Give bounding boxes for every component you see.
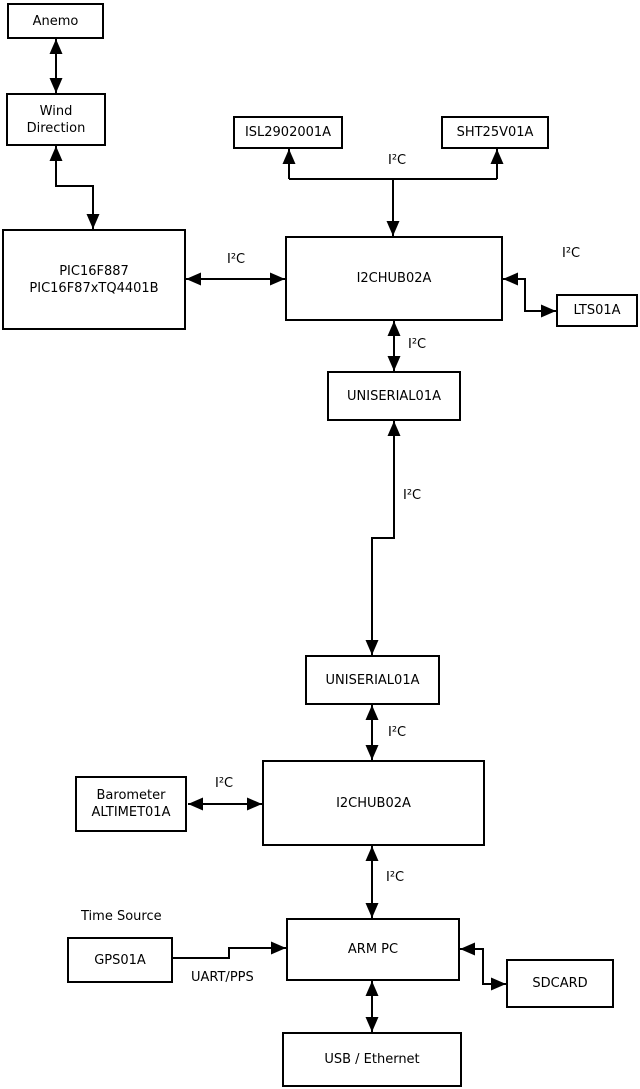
node-pic-controller-label-line1: PIC16F887 [59,263,129,279]
node-wind-direction: Wind Direction [6,93,106,146]
node-barometer-label-line2: ALTIMET01A [91,805,171,820]
node-uniserial-lower: UNISERIAL01A [305,655,440,705]
label-barometer-i2c: I²C [215,776,234,791]
node-sdcard: SDCARD [506,959,614,1008]
node-anemo-label: Anemo [32,13,79,29]
label-uniserial-hub-lower-i2c: I²C [388,725,407,740]
node-lts-sensor-label: LTS01A [573,303,621,318]
node-sdcard-label: SDCARD [532,976,588,991]
node-sht-sensor: SHT25V01A [441,116,549,149]
node-usb-ethernet: USB / Ethernet [282,1032,462,1087]
node-usb-ethernet-label: USB / Ethernet [324,1052,420,1067]
label-time-source: Time Source [81,909,162,924]
node-barometer-label-line1: Barometer [96,788,166,803]
node-isl-sensor-label: ISL2902001A [244,125,332,140]
node-anemo: Anemo [7,3,104,39]
node-isl-sensor: ISL2902001A [233,116,343,149]
label-uniserial-link-i2c: I²C [403,488,422,503]
node-arm-pc-label: ARM PC [347,942,399,957]
label-hub-lts-i2c: I²C [562,246,581,261]
node-i2c-hub-upper-label: I2CHUB02A [356,271,432,286]
node-i2c-hub-lower-label: I2CHUB02A [336,795,411,811]
node-wind-direction-label-line1: Wind [39,103,73,119]
node-uniserial-upper: UNISERIAL01A [327,371,461,421]
edge-gps-arm [173,941,286,959]
label-uart-pps: UART/PPS [191,970,254,985]
node-lts-sensor: LTS01A [556,294,638,327]
node-barometer: Barometer ALTIMET01A [75,776,187,832]
node-pic-controller: PIC16F887 PIC16F87xTQ4401B [2,229,186,330]
node-pic-controller-label-line2: PIC16F87xTQ4401B [29,280,159,296]
node-i2c-hub-upper: I2CHUB02A [285,236,503,321]
edge-wind-pic [49,146,100,229]
node-arm-pc: ARM PC [286,918,460,981]
node-sht-sensor-label: SHT25V01A [456,125,534,140]
label-sensor-bus-i2c: I²C [388,153,407,168]
edge-hub-upper-lts [503,272,556,318]
label-hub-uniserial-i2c: I²C [408,337,427,352]
node-i2c-hub-lower: I2CHUB02A [262,760,485,846]
label-pic-hub-i2c: I²C [227,252,246,267]
edge-arm-sdcard [460,942,506,991]
node-uniserial-lower-label: UNISERIAL01A [325,672,420,688]
node-wind-direction-label-line2: Direction [26,120,86,136]
label-hub-arm-i2c: I²C [386,870,405,885]
node-uniserial-upper-label: UNISERIAL01A [347,388,441,404]
node-gps: GPS01A [67,937,173,983]
node-gps-label: GPS01A [94,952,146,968]
edge-uniserial-upper-uniserial-lower [365,421,401,655]
